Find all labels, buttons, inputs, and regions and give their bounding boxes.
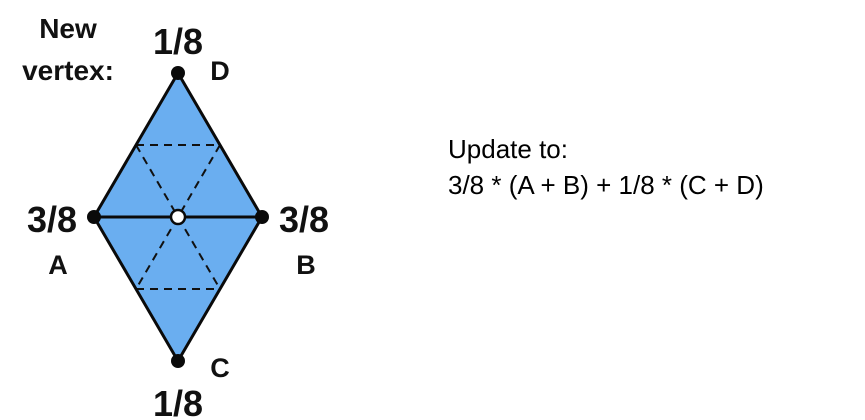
vertex-c-dot bbox=[171, 354, 185, 368]
update-formula: 3/8 * (A + B) + 1/8 * (C + D) bbox=[448, 170, 764, 200]
label-a: A bbox=[48, 250, 68, 280]
label-b: B bbox=[296, 250, 316, 280]
weight-left: 3/8 bbox=[27, 199, 77, 240]
weight-top: 1/8 bbox=[153, 21, 203, 62]
subdivision-dashed-lines bbox=[135, 144, 221, 290]
new-vertex-dot bbox=[169, 208, 187, 226]
vertex-d-dot bbox=[171, 66, 185, 80]
caption-vertex: vertex: bbox=[22, 55, 114, 86]
label-d: D bbox=[210, 56, 230, 86]
weight-bottom: 1/8 bbox=[153, 383, 203, 420]
vertex-b-dot bbox=[255, 210, 269, 224]
caption-new: New bbox=[39, 13, 97, 44]
vertex-a-dot bbox=[87, 210, 101, 224]
weight-right: 3/8 bbox=[279, 199, 329, 240]
update-heading: Update to: bbox=[448, 134, 568, 164]
label-c: C bbox=[210, 353, 230, 383]
